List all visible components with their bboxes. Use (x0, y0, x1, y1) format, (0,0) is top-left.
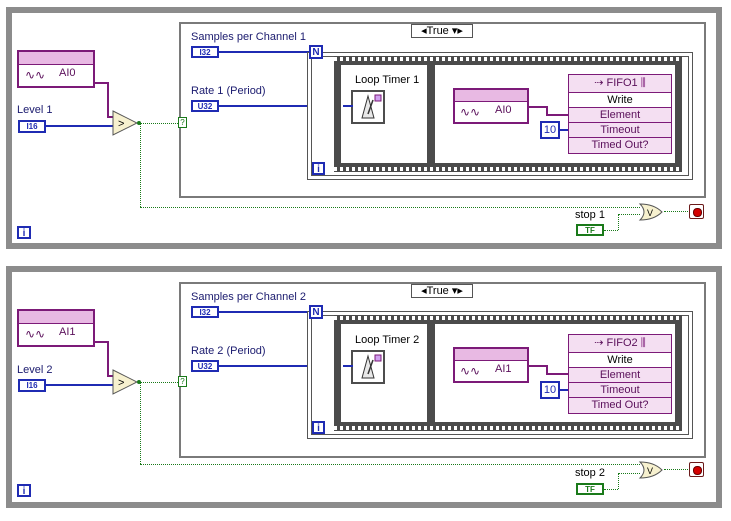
inner-ai-channel-label: AI1 (495, 363, 512, 375)
fifo-method: Write (569, 92, 671, 107)
stop-label: stop 2 (575, 467, 605, 479)
rate-control[interactable]: U32 (191, 100, 219, 112)
fifo-element: Element (569, 367, 671, 382)
stop-control[interactable]: TF (576, 224, 604, 236)
iteration-terminal: i (312, 421, 325, 434)
fifo-write-node-1[interactable]: ⇢ FIFO1 ⫼ Write Element Timeout Timed Ou… (568, 74, 672, 154)
loop-timer-label: Loop Timer 2 (355, 334, 420, 346)
samples-control[interactable]: I32 (191, 306, 219, 318)
ai-task-constant-2[interactable]: ∿∿ AI1 (17, 309, 95, 347)
loop-timer-label: Loop Timer 1 (355, 74, 420, 86)
case-selector-terminal: ? (178, 117, 187, 128)
inner-ai-task-2[interactable]: ∿∿ AI1 (453, 347, 529, 383)
samples-label: Samples per Channel 1 (191, 31, 306, 43)
outer-iteration-terminal: i (17, 226, 31, 239)
fifo-name: FIFO2 (606, 337, 638, 349)
comparator-icon: > (112, 369, 138, 395)
fifo-icon: ⇢ (594, 337, 607, 349)
outer-iteration-terminal: i (17, 484, 31, 497)
rate-control[interactable]: U32 (191, 360, 219, 372)
waveform-icon: ∿∿ (25, 327, 46, 341)
fifo-write-node-2[interactable]: ⇢ FIFO2 ⫼ Write Element Timeout Timed Ou… (568, 334, 672, 414)
fifo-timed-out: Timed Out? (569, 397, 671, 412)
ai-channel-label: AI0 (59, 67, 76, 79)
ai-task-constant-1[interactable]: ∿∿ AI0 (17, 50, 95, 88)
case-value: True (426, 25, 449, 37)
comparator-icon: > (112, 110, 138, 136)
or-gate-icon: V (638, 461, 663, 479)
stop-control[interactable]: TF (576, 483, 604, 495)
loop-count-terminal: N (309, 45, 323, 59)
rate-label: Rate 1 (Period) (191, 85, 266, 97)
samples-control[interactable]: I32 (191, 46, 219, 58)
ai-channel-label: AI1 (59, 326, 76, 338)
fifo-timed-out: Timed Out? (569, 137, 671, 152)
timeout-constant[interactable]: 10 (540, 121, 560, 139)
waveform-icon: ∿∿ (25, 68, 46, 82)
fifo-name: FIFO1 (606, 77, 638, 89)
stop-button-icon[interactable] (689, 462, 704, 477)
iteration-terminal: i (312, 162, 325, 175)
level-label: Level 2 (17, 364, 53, 376)
svg-text:>: > (118, 377, 124, 389)
fifo-timeout: Timeout (569, 382, 671, 397)
stop-label: stop 1 (575, 209, 605, 221)
fifo-element: Element (569, 107, 671, 122)
rate-label: Rate 2 (Period) (191, 345, 266, 357)
fifo-icon: ⇢ (594, 77, 607, 89)
loop-count-terminal: N (309, 305, 323, 319)
inner-ai-task-1[interactable]: ∿∿ AI0 (453, 88, 529, 124)
level-control[interactable]: I16 (18, 120, 46, 133)
svg-text:V: V (647, 466, 653, 476)
case-selector-terminal: ? (178, 376, 187, 387)
metronome-icon[interactable] (351, 90, 385, 124)
fifo-method: Write (569, 352, 671, 367)
level-label: Level 1 (17, 104, 53, 116)
case-value: True (426, 285, 449, 297)
case-selector-2[interactable]: ◂True ▾▸ (411, 284, 473, 298)
metronome-icon[interactable] (351, 350, 385, 384)
case-selector-1[interactable]: ◂True ▾▸ (411, 24, 473, 38)
or-gate-icon: V (638, 203, 663, 221)
waveform-icon: ∿∿ (460, 364, 481, 378)
level-control[interactable]: I16 (18, 379, 46, 392)
fifo-timeout: Timeout (569, 122, 671, 137)
svg-text:V: V (647, 208, 653, 218)
svg-text:>: > (118, 118, 124, 130)
waveform-icon: ∿∿ (460, 105, 481, 119)
inner-ai-channel-label: AI0 (495, 104, 512, 116)
timeout-constant[interactable]: 10 (540, 381, 560, 399)
stop-button-icon[interactable] (689, 204, 704, 219)
samples-label: Samples per Channel 2 (191, 291, 306, 303)
